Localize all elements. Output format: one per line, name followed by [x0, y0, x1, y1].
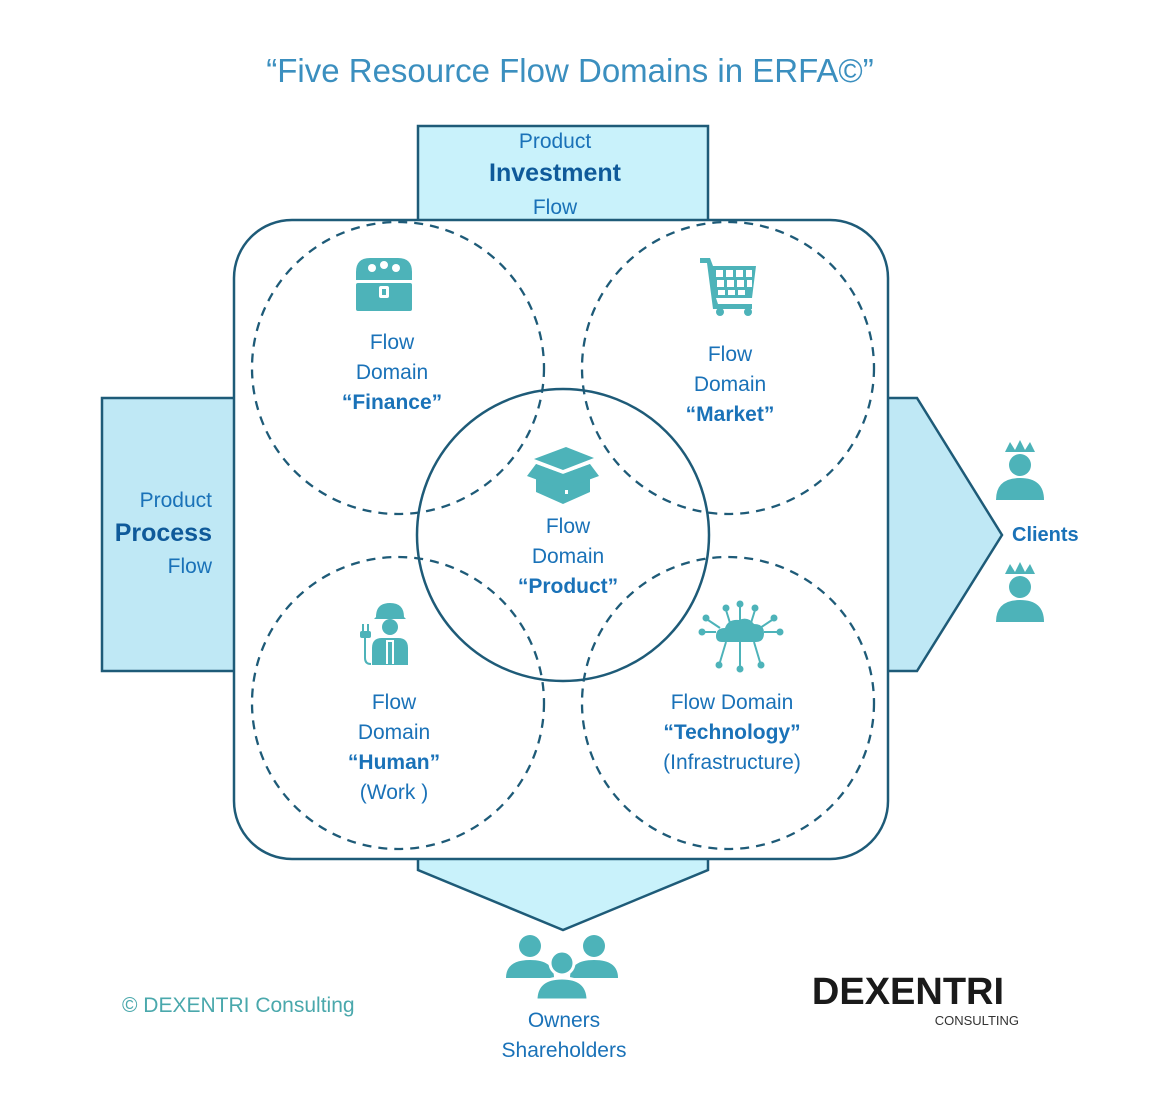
- product-line1: Flow: [546, 515, 591, 538]
- owners-line1: Owners: [528, 1009, 600, 1032]
- investment-flow-line3: Flow: [533, 196, 578, 219]
- product-name: “Product”: [518, 575, 618, 598]
- human-line1: Flow: [372, 691, 417, 714]
- clients-arrow: [868, 396, 1004, 673]
- human-domain-label: Flow Domain “Human” (Work ): [348, 691, 440, 804]
- process-flow-bold: Process: [115, 519, 212, 547]
- product-line2: Domain: [532, 545, 604, 568]
- logo-word: DEXENTRI: [812, 971, 1004, 1013]
- worker-icon: [360, 603, 408, 665]
- finance-circle: [250, 220, 546, 516]
- owners-line2: Shareholders: [502, 1039, 627, 1062]
- treasure-chest-icon: [356, 258, 412, 311]
- clients-label: Clients: [1012, 524, 1079, 546]
- market-domain-label: Flow Domain “Market”: [686, 343, 775, 426]
- finance-name: “Finance”: [342, 391, 442, 414]
- investment-flow-bold: Investment: [489, 159, 622, 187]
- process-flow-line1: Product: [140, 489, 213, 512]
- investment-flow-box: Product Investment Flow: [416, 124, 710, 238]
- human-sub: (Work ): [360, 781, 428, 804]
- product-domain-label: Flow Domain “Product”: [518, 515, 618, 598]
- market-name: “Market”: [686, 403, 775, 426]
- logo-sub: CONSULTING: [935, 1013, 1019, 1028]
- market-line1: Flow: [708, 343, 753, 366]
- finance-line2: Domain: [356, 361, 428, 384]
- open-box-icon: [527, 447, 599, 504]
- process-flow-line3: Flow: [168, 555, 213, 578]
- human-circle: [250, 555, 546, 851]
- page-title: “Five Resource Flow Domains in ERFA©”: [266, 52, 873, 89]
- people-group-icon: [506, 935, 618, 1002]
- technology-sub: (Infrastructure): [663, 751, 801, 774]
- technology-circle: [580, 555, 876, 851]
- technology-domain-label: Flow Domain “Technology” (Infrastructure…: [663, 691, 801, 774]
- technology-line1: Flow Domain: [671, 691, 794, 714]
- human-name: “Human”: [348, 751, 440, 774]
- copyright-text: © DEXENTRI Consulting: [122, 994, 355, 1017]
- technology-name: “Technology”: [663, 721, 800, 744]
- finance-domain-label: Flow Domain “Finance”: [342, 331, 442, 414]
- dexentri-logo: DEXENTRI CONSULTING: [812, 971, 1019, 1028]
- investment-flow-line1: Product: [519, 130, 592, 153]
- domain-frame: [232, 218, 890, 861]
- crowned-person-icon: [996, 562, 1044, 622]
- product-circle: [415, 387, 711, 683]
- human-line2: Domain: [358, 721, 430, 744]
- shopping-cart-icon: [700, 258, 756, 316]
- market-line2: Domain: [694, 373, 766, 396]
- market-circle: [580, 220, 876, 516]
- cloud-network-icon: [698, 600, 784, 673]
- crowned-person-icon: [996, 440, 1044, 500]
- finance-line1: Flow: [370, 331, 415, 354]
